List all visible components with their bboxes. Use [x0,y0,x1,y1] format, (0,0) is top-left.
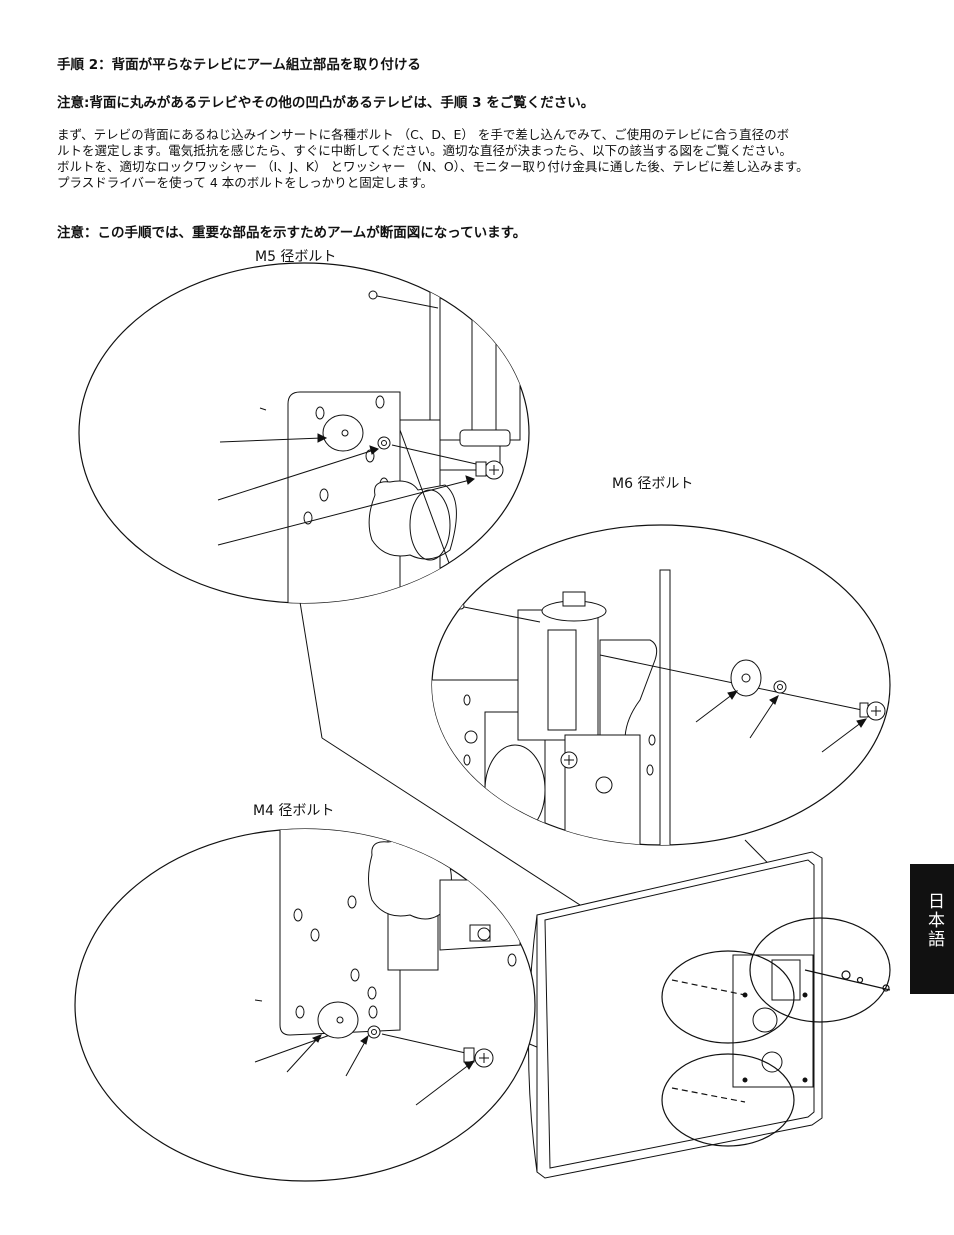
m6-leader-lines [695,690,868,753]
tv-monitor [528,851,823,1179]
m6-caption: M6 径ボルト [612,476,694,492]
body-line-1: まず、テレビの背面にあるねじ込みインサートに各種ボルト （C、D、E） を手で差… [57,127,790,142]
instruction-body: まず、テレビの背面にあるねじ込みインサートに各種ボルト （C、D、E） を手で差… [57,127,809,191]
step-title: 手順 2：背面が平らなテレビにアーム組立部品を取り付ける [57,57,421,73]
m5-leader-lines [217,433,475,546]
tv-detail-ellipses [661,917,891,1147]
m4-caption: M4 径ボルト [253,803,335,819]
body-line-2: ルトを選定します。電気抵抗を感じたら、すぐに中断してください。適切な直径が決まっ… [57,143,793,158]
body-line-3: ボルトを、適切なロックワッシャー （I、J、K） とワッシャー （N、O）、モニ… [57,159,809,174]
m5-caption: M5 径ボルト [255,249,337,265]
body-line-4: プラスドライバーを使って 4 本のボルトをしっかりと固定します。 [57,175,434,190]
note-cross-section: 注意：この手順では、重要な部品を示すためアームが断面図になっています。 [57,225,527,241]
note-curved-tv: 注意:背面に丸みがあるテレビやその他の凹凸があるテレビは、手順 3 をご覧くださ… [57,95,595,111]
m4-leader-lines [286,1034,476,1106]
m6-detail-drawing [432,569,886,845]
m4-detail-drawing [254,829,521,1068]
language-tab: 日本語 [910,864,954,994]
language-tab-label: 日本語 [924,892,944,949]
